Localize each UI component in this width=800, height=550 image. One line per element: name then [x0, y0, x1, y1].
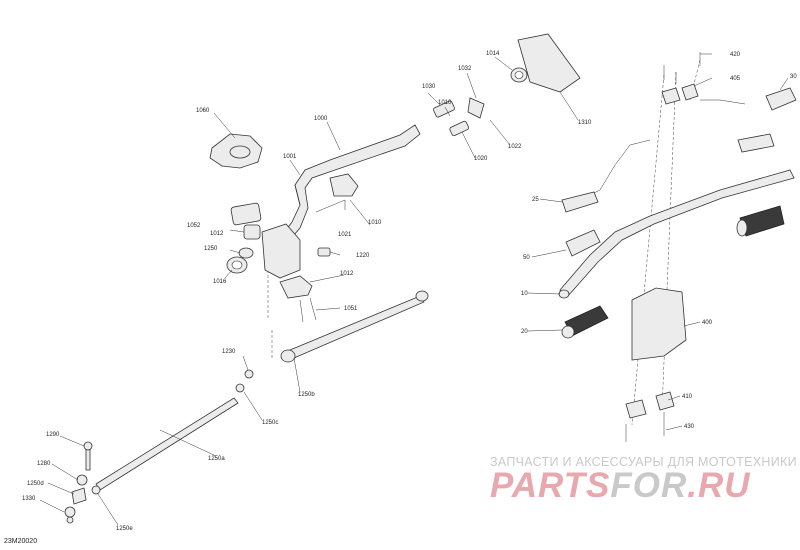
callout-1220: 1220	[356, 253, 370, 259]
clamp-405	[661, 83, 699, 105]
callout-1021: 1021	[338, 232, 352, 238]
callout-1250b: 1250b	[298, 392, 315, 398]
pad-400	[631, 287, 687, 361]
handlebar-right	[558, 169, 795, 299]
grip-20	[561, 305, 609, 339]
callout-430: 430	[684, 424, 695, 430]
callout-1250: 1250	[204, 246, 218, 252]
bushing-1014	[510, 67, 528, 83]
bolts-1051	[299, 297, 317, 323]
callout-420: 420	[730, 52, 741, 58]
callout-1310: 1310	[578, 120, 592, 126]
callout-1000: 1000	[314, 116, 328, 122]
bushing-1250	[238, 247, 254, 259]
watermark-brand-ru: .RU	[687, 466, 751, 505]
callout-1051: 1051	[344, 306, 358, 312]
callout-1060: 1060	[196, 108, 210, 114]
callout-1052: 1052	[187, 223, 201, 229]
callout-1020: 1020	[474, 156, 488, 162]
callout-1022: 1022	[508, 144, 522, 150]
bolts-420	[663, 52, 701, 84]
lower-clamp-1012	[279, 275, 313, 299]
alignment-lines	[267, 59, 701, 426]
callout-1032: 1032	[458, 66, 472, 72]
callout-1290: 1290	[46, 432, 60, 438]
callout-1016: 1016	[213, 279, 227, 285]
callout-1250c: 1250c	[262, 420, 278, 426]
throttle-cable	[579, 99, 746, 201]
bar-end-30	[765, 87, 797, 111]
callout-405: 405	[730, 76, 741, 82]
callout-25: 25	[532, 197, 539, 203]
clamp-1010-1021	[315, 173, 359, 213]
watermark-tagline: ЗАПЧАСТИ И АКСЕССУАРЫ ДЛЯ МОТОТЕХНИКИ	[490, 455, 797, 469]
steering-shaft	[64, 290, 429, 524]
callout-1010-upper: 1010	[438, 100, 452, 106]
heater-element-50	[565, 229, 601, 257]
sleeve-1012	[243, 224, 261, 240]
watermark-brand-for: FOR	[610, 466, 688, 505]
callout-1280: 1280	[37, 461, 51, 467]
grip-right	[736, 205, 785, 237]
bolt-1220	[317, 247, 331, 257]
callout-410: 410	[682, 394, 693, 400]
inserts-1030-1020	[433, 97, 485, 137]
callout-50: 50	[523, 255, 530, 261]
leader-lines	[39, 53, 789, 526]
callout-1030: 1030	[422, 84, 436, 90]
callout-30: 30	[790, 74, 797, 80]
callout-1230: 1230	[222, 349, 236, 355]
callout-1330: 1330	[22, 496, 36, 502]
callout-1250a: 1250a	[208, 456, 225, 462]
clamp-410	[625, 391, 675, 419]
callout-1014: 1014	[486, 51, 500, 57]
riser-block	[261, 223, 301, 279]
callout-1250e: 1250e	[116, 526, 133, 532]
watermark-brand-parts: PARTS	[490, 466, 611, 505]
callout-1010-lower: 1010	[368, 220, 382, 226]
watermark-logo: PARTSFOR.RU	[490, 466, 751, 506]
grip-sleeve	[737, 133, 775, 153]
heater-element-25	[561, 191, 599, 213]
plate-1310	[517, 33, 581, 93]
diagram-code: 23M20020	[4, 538, 38, 545]
callout-10: 10	[521, 291, 528, 297]
clamp-1052	[230, 202, 262, 226]
callout-20: 20	[521, 329, 528, 335]
washer-1016	[226, 256, 248, 274]
bolts-430	[625, 412, 665, 442]
callout-1012-upper: 1012	[210, 231, 224, 237]
top-cover-1060	[209, 133, 263, 169]
callout-1250d: 1250d	[27, 481, 44, 487]
callout-labels: 1000 1001 1010 1010 1012 1012 1014 1016 …	[22, 51, 797, 532]
callout-1012-lower: 1012	[340, 271, 354, 277]
callout-1001: 1001	[283, 154, 297, 160]
callout-400: 400	[702, 320, 713, 326]
